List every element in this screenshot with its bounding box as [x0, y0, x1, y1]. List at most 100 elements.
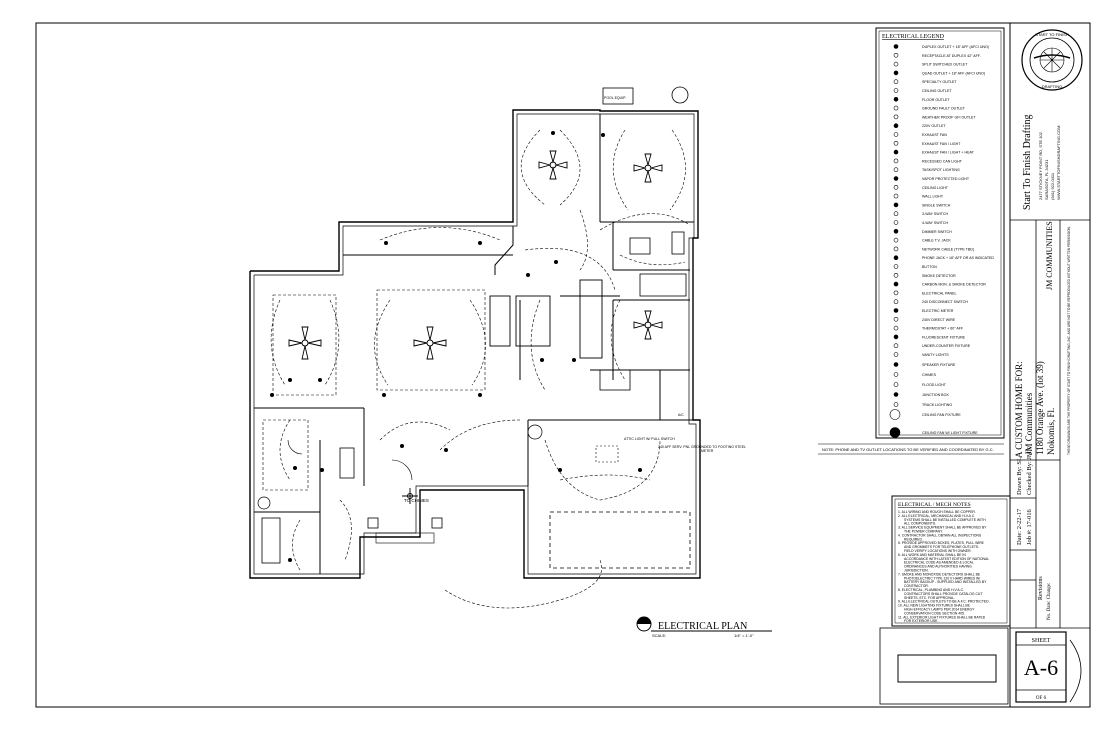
mech-note-line: 7. SMOKE AND MONOXIDE DETECTORS SHALL BE: [898, 572, 981, 576]
label-meter: METER: [701, 449, 714, 453]
floor-plan: [249, 86, 701, 579]
legend-item-label: PHONE JACK + 18" AFF OR AS INDICATED: [922, 256, 994, 260]
checked-by-field: Checked By: JMK: [1026, 446, 1033, 495]
mech-note-line: 4. CONTRACTOR SHALL OBTAIN ALL INSPECTIO…: [898, 533, 982, 537]
project-info: A CUSTOM HOME FOR: JM Communities 1180 O…: [1014, 221, 1071, 458]
interior-walls: [254, 114, 696, 574]
legend-symbol: [893, 105, 899, 111]
seal-bottom-text: DRAFTING: [1042, 84, 1062, 89]
legend-symbol: [893, 382, 899, 387]
legend-item-label: 240 DISCONNECT SWITCH: [922, 300, 968, 304]
firm-web: WWW.STARTTOFINISHDRAFTING.COM: [1056, 126, 1061, 200]
wiring-runs: [270, 129, 691, 609]
mech-note-line: 9. ALL ELECTRICAL OUTLETS TO BE A.F.C. P…: [898, 600, 990, 604]
plan-scale-label: SCALE:: [652, 633, 666, 638]
electrical-legend: ELECTRICAL LEGEND DUPLEX OUTLET + 18" AF…: [875, 27, 1005, 439]
drawn-by-field: Drawn By: SL: [1016, 457, 1023, 495]
mech-note-line: ALL COMPONENTS.: [904, 522, 936, 526]
legend-item-label: FLUORESCENT FIXTURE: [922, 335, 966, 339]
legend-item-label: FLOOD LIGHT: [922, 383, 947, 387]
legend-item-label: WALL LIGHT: [922, 195, 944, 199]
mech-note-line: 11. ALL EXTERIOR LIGHT FIXTURES SHALL BE…: [898, 615, 986, 619]
client-name: JM COMMUNITIES: [1045, 221, 1054, 290]
legend-item-label: CEILING LIGHT: [922, 186, 949, 190]
legend-symbol: [893, 220, 899, 225]
legend-symbol: [893, 246, 899, 252]
legend-symbol: [893, 334, 899, 340]
legend-symbol: [893, 114, 899, 120]
legend-title: ELECTRICAL LEGEND: [882, 34, 945, 40]
mech-note-line: 2. ALL ELECTRICAL, MECHANICAL AND H-V.A.…: [898, 514, 975, 518]
plan-title: ELECTRICAL PLAN: [658, 621, 747, 632]
legend-item-label: TRACK LIGHTING: [922, 403, 952, 407]
mech-notes-panel: ELECTRICAL / MECH NOTES 1. ALL WIRING AN…: [891, 495, 1011, 627]
legend-symbol: [893, 185, 899, 190]
drawing-info: Date: 2-22-17 Drawn By: SL Job #: 17-016…: [1016, 446, 1052, 620]
legend-symbol: [893, 343, 899, 349]
legend-symbol: [893, 211, 899, 216]
legend-item-label: CEILING FAN W/ LIGHT FIXTURE: [922, 431, 978, 435]
legend-symbol: [893, 176, 899, 181]
legend-symbol: [893, 70, 899, 76]
legend-item-label: RECEPTACLE AT DUPLEX 42" AFF.: [922, 54, 981, 58]
legend-item-label: 220V OUTLET: [922, 124, 946, 128]
firm-info: Start To Finish Drafting 2477 STICKNEY P…: [1022, 114, 1061, 210]
mech-notes-title: ELECTRICAL / MECH NOTES: [898, 502, 971, 508]
mech-note-line: AND GROMMETS FOR TELEPHONE OUTLETS.: [904, 545, 979, 549]
legend-symbol: [893, 61, 899, 67]
legend-item-label: JUNCTION BOX: [922, 393, 949, 397]
legend-symbol: [893, 141, 899, 146]
mech-note-line: CONTRACTOR.: [904, 584, 929, 588]
mech-note-line: HIGH-EFFICACY LAMPS PER 2014 ENERGY: [904, 608, 975, 612]
firm-name: Start To Finish Drafting: [1022, 114, 1033, 210]
legend-item-label: ELECTRIC METER: [922, 309, 954, 313]
legend-symbol: [893, 325, 899, 331]
legend-symbol: [893, 255, 899, 261]
job-field: Job #: 17-016: [1026, 509, 1033, 546]
legend-symbol: [893, 272, 899, 278]
legend-item-label: SMOKE DETECTOR: [922, 274, 956, 278]
mech-note-rows: 1. ALL WIRING AND ROUGH SHALL BE COPPER.…: [898, 510, 990, 623]
mech-note-line: 8. ELECTRICAL, PLUMBING AND H.V.A.C.: [898, 588, 964, 592]
legend-symbol: [889, 409, 901, 420]
legend-symbol: [893, 264, 899, 269]
legend-item-label: GROUND FAULT OUTLET: [922, 107, 966, 111]
legend-rows: DUPLEX OUTLET + 18" AFF (AFCI UNO)RECEPT…: [889, 44, 994, 438]
legend-symbol: [893, 308, 899, 313]
legend-symbol: [893, 352, 899, 357]
company-seal: START TO FINISH DRAFTING: [1021, 29, 1083, 91]
legend-symbol: [893, 202, 899, 208]
sheet-number: A-6: [1024, 655, 1058, 680]
copyright-note: THESE DRAWINGS ARE THE PROPERTY OF START…: [1067, 226, 1071, 455]
legend-item-label: CEILING OUTLET: [922, 89, 952, 93]
stamp-box-outer: [879, 627, 1009, 705]
legend-symbol: [893, 52, 899, 58]
project-line4: Nokomis, Fl.: [1046, 408, 1056, 455]
legend-symbol: [893, 237, 899, 243]
legend-item-label: VAPOR PROTECTED LIGHT: [922, 177, 970, 181]
legend-item-label: SPLIT SWITCHED OUTLET: [922, 63, 968, 67]
label-attic-light: ATTIC LIGHT W/ PULL SWITCH: [624, 437, 675, 441]
legend-item-label: THERMOSTAT + 60" AFF: [922, 327, 964, 331]
legend-symbol: [893, 402, 899, 407]
legend-item-label: 3-WAY SWITCH: [922, 212, 948, 216]
mech-note-line: CONTRACTORS SHALL PROVIDE CATALOG CUT: [904, 592, 982, 596]
label-to-chimes: TO CHIMES: [404, 498, 429, 503]
mech-note-line: ORDINANCES AND AUTHORITIES HAVING: [904, 565, 972, 569]
mech-note-line: FOR EXTERIOR USE.: [904, 619, 938, 623]
mech-note-line: CONSERVATION CODE SECTION 405.: [904, 611, 965, 615]
legend-symbol: [893, 132, 899, 137]
legend-symbol: [893, 229, 899, 234]
title-block: [1009, 22, 1091, 708]
mech-note-line: FIELD VERIFY LOCATIONS WITH OWNER.: [904, 549, 972, 553]
legend-item-label: EXHAUST FAN / LIGHT: [922, 142, 961, 146]
legend-symbol: [893, 290, 899, 296]
legend-symbol: [893, 79, 899, 84]
label-garage-note: 240 AFF SERV. PNL GROUNDED TO FOOTING ST…: [658, 445, 746, 449]
legend-symbol: [893, 392, 899, 397]
sheet-number-block: SHEET A-6 OF 6: [1024, 638, 1058, 701]
legend-symbol: [893, 193, 899, 199]
mech-note-line: JURISDICTION.: [904, 569, 929, 573]
legend-note: NOTE: PHONE AND TV OUTLET LOCATIONS TO B…: [822, 447, 994, 452]
